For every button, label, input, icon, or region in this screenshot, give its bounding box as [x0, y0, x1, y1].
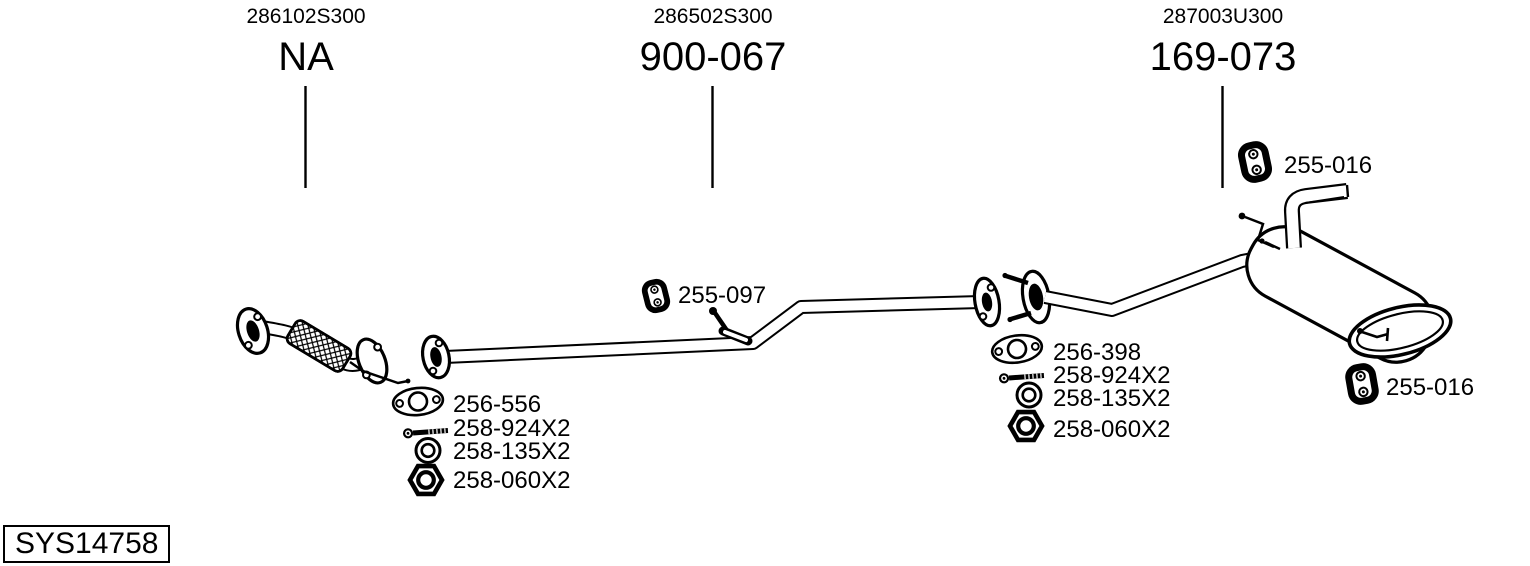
kit1-nut-label: 258-060X2	[453, 467, 571, 494]
section-ref-1: 286102S300	[246, 5, 366, 28]
kit2-gasket-label: 256-398	[1053, 339, 1142, 366]
washer-icon	[1015, 381, 1043, 409]
kit1-gasket-label: 256-556	[453, 391, 542, 418]
rubber-hanger-icon	[643, 280, 669, 312]
center-pipe	[420, 276, 1002, 380]
rubber-hanger-icon	[1347, 365, 1377, 403]
gasket-icon	[989, 330, 1045, 368]
center-pipe-rear-flange	[972, 276, 1002, 328]
bolt-icon	[1000, 372, 1044, 383]
rubber-hanger-icon	[1240, 143, 1271, 181]
callout-rear-hanger-bottom: 255-016	[1386, 374, 1475, 401]
section-leader-lines	[304, 86, 1224, 188]
center-pipe-front-flange	[420, 334, 452, 380]
muffler-end-face	[1347, 303, 1453, 359]
callout-rear-hanger-top: 255-016	[1284, 152, 1373, 179]
section-ref-3: 287003U300	[1162, 5, 1284, 28]
center-pipe-hanger-bracket	[709, 307, 753, 346]
front-pipe-inlet-flange	[235, 307, 271, 355]
bolt-icon	[404, 427, 448, 438]
section-part-2: 900-067	[639, 35, 787, 79]
muffler-top-hanger-wire	[1238, 212, 1281, 251]
diagram-id-badge: SYS14758	[3, 525, 171, 563]
kit2-washer-label: 258-135X2	[1053, 385, 1171, 412]
kit1-bolt-label: 258-924X2	[453, 415, 571, 442]
rear-muffler-assembly	[1002, 183, 1453, 364]
kit1-washer-label: 258-135X2	[453, 438, 571, 465]
nut-icon	[410, 466, 442, 494]
end-face-hanger-pin	[1357, 327, 1390, 342]
front-flex-pipe	[235, 307, 411, 385]
kit2-nut-label: 258-060X2	[1053, 416, 1171, 443]
flange-stud-bolts	[1002, 272, 1032, 323]
muffler-tailpipe	[1283, 183, 1350, 249]
section-part-1: NA	[278, 35, 334, 79]
flex-braid	[285, 319, 353, 373]
callout-mid-hanger: 255-097	[678, 282, 767, 309]
kit2-bolt-label: 258-924X2	[1053, 362, 1171, 389]
washer-icon	[414, 437, 442, 464]
gasket-icon	[390, 384, 446, 419]
nut-icon	[1010, 412, 1042, 440]
section-part-3: 169-073	[1149, 35, 1297, 79]
section-ref-2: 286502S300	[653, 5, 773, 28]
front-pipe-hanger-rod	[349, 360, 411, 385]
rear-inlet-flange	[1002, 269, 1052, 325]
